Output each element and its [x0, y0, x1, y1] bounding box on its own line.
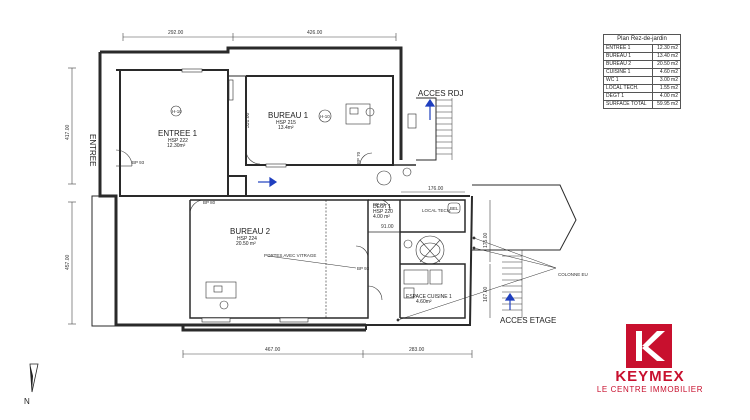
- label-colonne: COLONNE EU: [558, 272, 588, 277]
- table-cell-room: BUREAU 2: [602, 60, 654, 69]
- keymex-k-icon: [626, 324, 672, 368]
- table-row: WC 1 3.00 m2: [602, 76, 681, 85]
- room-degt-name: DEGT 1: [373, 204, 391, 210]
- logo-name: KEYMEX: [615, 368, 685, 385]
- room-degt-area: 4.00 m²: [373, 214, 390, 220]
- label-acces-rdj: ACCES RDJ: [418, 89, 463, 98]
- table-cell-area: 59.95 m2: [652, 100, 681, 109]
- table-row: BUREAU 1 13.40 m2: [602, 52, 681, 61]
- table-cell-room: LOCAL TECH.: [602, 84, 654, 93]
- dim-right-upper: 175.00: [483, 232, 489, 248]
- dim-bottom-right: 283.00: [409, 347, 425, 353]
- dimension-lines: [68, 33, 491, 358]
- dim-top-left: 292.00: [168, 30, 184, 36]
- table-row: DEGT 1 4.00 m2: [602, 92, 681, 101]
- table-cell-area: 4.60 m2: [652, 68, 681, 77]
- room-cuisine-name: ESPACE CUISINE 1: [406, 294, 452, 300]
- room-local-tech-name: LOCAL TECH.: [422, 208, 451, 213]
- dim-bottom-left: 467.00: [265, 347, 281, 353]
- dim-local-width: 176.00: [428, 186, 444, 192]
- access-arrows: [258, 98, 516, 310]
- table-cell-room: SURFACE TOTAL: [602, 100, 654, 109]
- table-row: BUREAU 2 20.50 m2: [602, 60, 681, 69]
- label-bel: BEL: [450, 206, 459, 211]
- room-tags: [170, 105, 413, 249]
- dim-bureau1-height: 331.00: [245, 112, 251, 128]
- windows: [181, 68, 417, 323]
- furniture: [205, 103, 461, 310]
- room-cuisine-area: 4.60m²: [416, 299, 432, 305]
- table-cell-area: 1.55 m2: [652, 84, 681, 93]
- staircase-lower: [502, 249, 523, 318]
- label-acces-etage: ACCES ETAGE: [500, 316, 556, 325]
- marker-bp70: BP 70: [356, 151, 361, 164]
- room-bureau1-area: 13.4m²: [278, 125, 294, 131]
- north-arrow-icon: [29, 363, 39, 393]
- dim-top-right: 426.00: [307, 30, 323, 36]
- table-row: LOCAL TECH. 1.55 m2: [602, 84, 681, 93]
- marker-bp80: BP 80: [203, 200, 216, 205]
- label-portes: PORTES AVEC VITRAGE: [264, 253, 316, 258]
- dim-degt-width: 91.00: [381, 224, 394, 230]
- left-annex: [91, 195, 117, 327]
- north-label: N: [24, 397, 30, 406]
- table-row-total: SURFACE TOTAL 59.95 m2: [602, 100, 681, 109]
- desk-bureau1: [345, 103, 371, 125]
- area-table: Plan Rez-de-jardin ENTREE 1 12.30 m2 BUR…: [602, 34, 681, 109]
- staircase-upper: [436, 98, 453, 160]
- table-row: CUISINE 1 4.60 m2: [602, 68, 681, 77]
- wc-fixture: [415, 235, 445, 265]
- logo-tagline: LE CENTRE IMMOBILIER: [596, 385, 704, 394]
- room-bureau2-name: BUREAU 2: [230, 227, 271, 236]
- pointer-lines: [267, 236, 557, 322]
- tag-entree: H-10: [172, 109, 182, 114]
- table-cell-area: 20.50 m2: [652, 60, 681, 69]
- table-cell-room: BUREAU 1: [602, 52, 654, 61]
- table-cell-area: 12.30 m2: [652, 44, 681, 53]
- room-bureau2-hsp: HSP 224: [237, 236, 257, 242]
- dim-left-upper: 417.00: [65, 124, 71, 140]
- room-bureau1-name: BUREAU 1: [268, 111, 309, 120]
- dim-right-lower: 167.00: [483, 286, 489, 302]
- room-bureau1-hsp: HSP 215: [276, 120, 296, 126]
- room-entree-hsp: HSP 222: [168, 138, 188, 144]
- marker-bp93-bureau2: BP 93: [357, 266, 370, 271]
- marker-bp93-entree: BP 93: [132, 160, 145, 165]
- area-table-header: Plan Rez-de-jardin: [603, 34, 681, 45]
- area-table-title: Plan Rez-de-jardin: [603, 34, 681, 45]
- keymex-logo: KEYMEX LE CENTRE IMMOBILIER: [584, 316, 716, 396]
- table-cell-room: WC 1: [602, 76, 654, 85]
- room-degt-hsp: HSP 220: [373, 209, 393, 215]
- walls: [98, 46, 577, 332]
- table-cell-room: DEGT 1: [602, 92, 654, 101]
- desk-bureau2: [205, 281, 237, 299]
- tag-bureau1: H-10: [320, 114, 330, 119]
- table-cell-area: 4.00 m2: [652, 92, 681, 101]
- doors: [115, 149, 391, 301]
- marker-bp83: BP 83: [373, 202, 386, 207]
- table-cell-room: ENTREE 1: [602, 44, 654, 53]
- room-entree-area: 12.30m²: [167, 143, 186, 149]
- table-cell-area: 13.40 m2: [652, 52, 681, 61]
- table-cell-room: CUISINE 1: [602, 68, 654, 77]
- table-row: ENTREE 1 12.30 m2: [602, 44, 681, 53]
- dim-left-lower: 457.00: [65, 254, 71, 270]
- room-bureau2-area: 20.50 m²: [236, 241, 256, 247]
- label-entree-side: ENTREE: [88, 134, 97, 166]
- table-cell-area: 3.00 m2: [652, 76, 681, 85]
- room-entree-name: ENTREE 1: [158, 129, 198, 138]
